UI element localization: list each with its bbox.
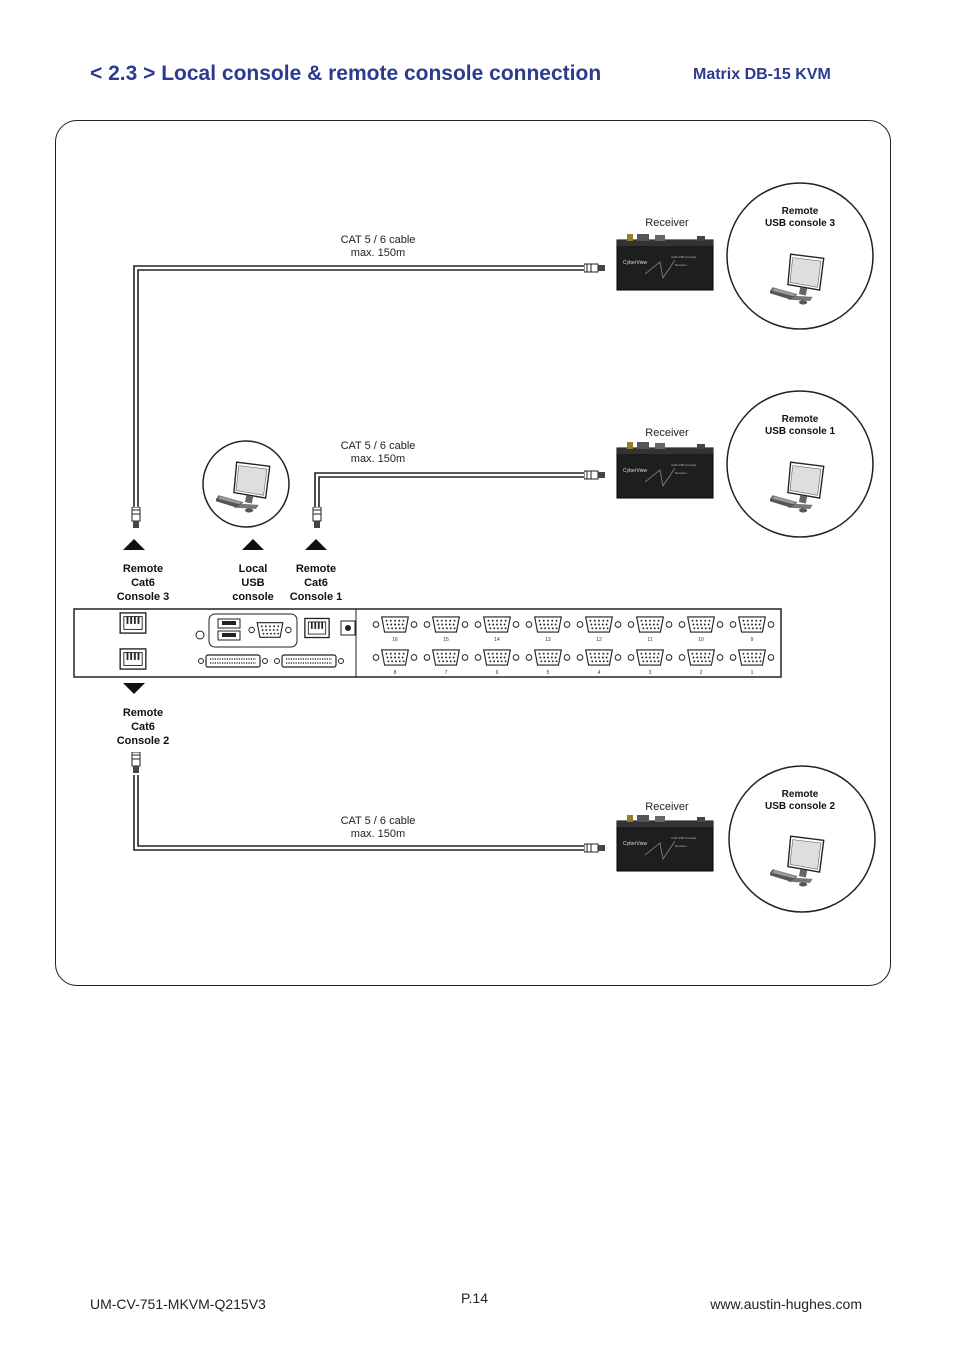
svg-text:Cat6: Cat6 xyxy=(304,577,328,589)
label-local-usb-console: Local USB console xyxy=(232,563,274,603)
svg-text:Local: Local xyxy=(239,563,268,575)
svg-text:Remote: Remote xyxy=(296,563,336,575)
cable-label-middle: CAT 5 / 6 cable xyxy=(341,440,416,452)
vga-port-number: 14 xyxy=(494,637,500,643)
cable-plug-icon xyxy=(584,263,606,273)
diagram-frame xyxy=(55,120,891,986)
vga-port-number: 10 xyxy=(698,637,704,643)
receiver-label-bottom: Receiver xyxy=(645,801,689,813)
cable-console-1 xyxy=(314,472,585,510)
vga-port-number: 3 xyxy=(649,670,652,676)
remote-console-3: Remote USB console 3 xyxy=(726,182,874,330)
vga-port-number: 5 xyxy=(547,670,550,676)
cable-console-2 xyxy=(133,775,585,851)
arrow-up-icon xyxy=(123,539,145,550)
cable-plug-icon xyxy=(584,470,606,480)
cable-console-3 xyxy=(133,265,585,510)
remote-console-2-title: Remote xyxy=(782,789,819,800)
vga-port-row-top: 16 15 14 13 12 11 10 9 xyxy=(372,616,775,643)
cable-length-bottom: max. 150m xyxy=(351,828,405,840)
remote-console-2-name: USB console 2 xyxy=(765,801,835,812)
daisy-chain-port-out xyxy=(274,654,344,668)
svg-text:USB: USB xyxy=(241,577,264,589)
footer-page-number: P.14 xyxy=(461,1290,488,1306)
remote-console-1: Remote USB console 1 xyxy=(726,390,874,538)
label-cat6-console-1: Remote Cat6 Console 1 xyxy=(290,563,343,603)
receiver-top-icon xyxy=(616,234,714,291)
vga-port-number: 7 xyxy=(445,670,448,676)
kvm-rear-panel: 16 15 14 13 12 11 10 9 8 7 6 5 4 3 2 1 xyxy=(73,608,782,678)
arrow-up-icon xyxy=(305,539,327,550)
vga-port-number: 11 xyxy=(647,637,652,643)
receiver-middle-icon xyxy=(616,442,714,499)
connection-diagram: CyberView Cat5 USB Console Receiver xyxy=(73,182,876,913)
remote-console-1-title: Remote xyxy=(782,414,819,425)
label-cat6-console-3: Remote Cat6 Console 3 xyxy=(117,563,170,603)
vga-port-number: 15 xyxy=(443,637,449,643)
footer-website-link[interactable]: www.austin-hughes.com xyxy=(710,1296,862,1312)
receiver-bottom-icon xyxy=(616,815,714,872)
rj45-port-console-2 xyxy=(119,648,147,670)
svg-text:Console 1: Console 1 xyxy=(290,591,343,603)
vga-port-number: 12 xyxy=(596,637,602,643)
receiver-label-middle: Receiver xyxy=(645,427,689,439)
remote-console-3-title: Remote xyxy=(782,206,819,217)
cable-label-top: CAT 5 / 6 cable xyxy=(341,234,416,246)
arrow-down-icon xyxy=(123,683,145,694)
svg-text:Remote: Remote xyxy=(123,707,163,719)
receiver-label-top: Receiver xyxy=(645,217,689,229)
vga-port-number: 13 xyxy=(545,637,551,643)
svg-text:console: console xyxy=(232,591,274,603)
vga-port-number: 16 xyxy=(392,637,398,643)
page-subtitle: Matrix DB-15 KVM xyxy=(693,66,831,83)
cable-plug-icon xyxy=(312,507,322,529)
remote-console-3-name: USB console 3 xyxy=(765,218,835,229)
cable-plug-icon xyxy=(131,752,141,774)
vga-port-number: 9 xyxy=(751,637,754,643)
cable-plug-icon xyxy=(584,843,606,853)
arrow-up-icon xyxy=(242,539,264,550)
vga-port-row-bottom: 8 7 6 5 4 3 2 1 xyxy=(372,649,775,676)
vga-port-number: 1 xyxy=(751,670,754,676)
local-usb-console xyxy=(202,440,290,528)
page-title: < 2.3 > Local console & remote console c… xyxy=(90,62,602,85)
rj45-port-console-1 xyxy=(304,617,330,639)
svg-text:Console 3: Console 3 xyxy=(117,591,170,603)
cable-plug-icon xyxy=(131,507,141,529)
vga-port-number: 2 xyxy=(700,670,703,676)
vga-port-number: 6 xyxy=(496,670,499,676)
cable-length-middle: max. 150m xyxy=(351,453,405,465)
cable-length-top: max. 150m xyxy=(351,247,405,259)
rj45-port-console-3 xyxy=(119,612,147,634)
vga-port-number: 8 xyxy=(394,670,397,676)
label-cat6-console-2: Remote Cat6 Console 2 xyxy=(117,707,170,747)
ground-screw-icon xyxy=(195,630,205,640)
svg-text:Console 2: Console 2 xyxy=(117,735,170,747)
cable-label-bottom: CAT 5 / 6 cable xyxy=(341,815,416,827)
svg-text:Cat6: Cat6 xyxy=(131,577,155,589)
vga-port-number: 4 xyxy=(598,670,601,676)
remote-console-2: Remote USB console 2 xyxy=(728,765,876,913)
svg-text:Remote: Remote xyxy=(123,563,163,575)
daisy-chain-port-in xyxy=(198,654,268,668)
svg-text:Cat6: Cat6 xyxy=(131,721,155,733)
footer-document-id: UM-CV-751-MKVM-Q215V3 xyxy=(90,1296,266,1312)
remote-console-1-name: USB console 1 xyxy=(765,426,835,437)
